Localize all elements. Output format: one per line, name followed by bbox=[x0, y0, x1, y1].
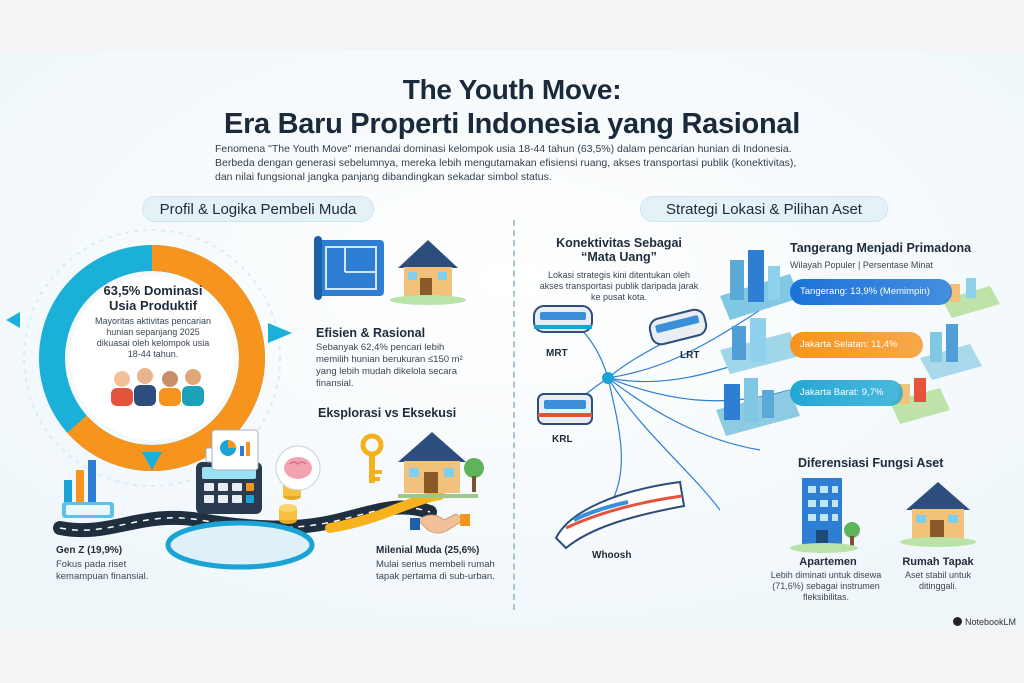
suburban-house-icon bbox=[398, 432, 484, 498]
key-icon bbox=[360, 433, 384, 483]
intro-paragraph: Fenomena "The Youth Move" menandai domin… bbox=[215, 143, 797, 183]
genz-body: Fokus pada riset kemampuan finansial. bbox=[56, 559, 149, 582]
whoosh-train-icon bbox=[554, 480, 686, 550]
mode-label-whoosh: Whoosh bbox=[592, 550, 632, 561]
tangerang-subtitle: Wilayah Populer | Persentase Minat bbox=[790, 260, 933, 270]
mrt-train-icon bbox=[533, 305, 593, 333]
region-bar-tangerang: Tangerang: 13,9% (Memimpin) bbox=[790, 279, 952, 305]
mode-label-lrt: LRT bbox=[680, 350, 700, 361]
rumah-body: Aset stabil untuk ditinggali. bbox=[904, 570, 972, 591]
poster-title-line1: The Youth Move: bbox=[402, 74, 622, 105]
konektivitas-title: Konektivitas Sebagai “Mata Uang” bbox=[540, 236, 698, 264]
brain-thought-icon bbox=[275, 445, 321, 491]
landed-house-icon bbox=[900, 482, 976, 547]
donut-chart bbox=[6, 229, 292, 487]
mode-label-mrt: MRT bbox=[546, 348, 568, 359]
house-icon bbox=[390, 240, 466, 305]
milenial-title: Milenial Muda (25,6%) bbox=[376, 545, 480, 556]
krl-train-icon bbox=[537, 393, 593, 425]
apartemen-body: Lebih diminati untuk disewa (71,6%) seba… bbox=[770, 570, 882, 602]
section-divider bbox=[513, 220, 515, 610]
analytics-chart-icon bbox=[62, 460, 114, 518]
konektivitas-title-line1: Konektivitas Sebagai bbox=[556, 236, 682, 250]
mode-label-krl: KRL bbox=[552, 434, 573, 445]
infographic-poster: The Youth Move: Era Baru Properti Indone… bbox=[0, 50, 1024, 630]
connectivity-network bbox=[565, 309, 791, 511]
region-bar-jakarta-barat: Jakarta Barat: 9,7% bbox=[790, 380, 903, 406]
notebooklm-logo-icon bbox=[952, 617, 962, 626]
city-blocks-illustration bbox=[716, 250, 1000, 436]
notebooklm-watermark: NotebookLM bbox=[952, 617, 1016, 627]
rumah-title: Rumah Tapak bbox=[902, 556, 974, 568]
donut-body: Mayoritas aktivitas pencarian hunian sep… bbox=[94, 316, 212, 359]
eksplorasi-title: Eksplorasi vs Eksekusi bbox=[318, 406, 457, 420]
genz-title: Gen Z (19,9%) bbox=[56, 545, 123, 556]
efisien-body: Sebanyak 62,4% pencari lebih memilih hun… bbox=[316, 342, 463, 389]
watermark-text: NotebookLM bbox=[964, 617, 1016, 627]
young-people-group-icon bbox=[111, 368, 204, 406]
tangerang-title: Tangerang Menjadi Primadona bbox=[790, 241, 972, 255]
donut-headline-line1: 63,5% Dominasi bbox=[103, 283, 203, 298]
donut-headline-line2: Usia Produktif bbox=[108, 298, 198, 313]
section-title-strategi: Strategi Lokasi & Pilihan Aset bbox=[640, 196, 888, 222]
diferensiasi-title: Diferensiasi Fungsi Aset bbox=[798, 456, 944, 470]
konektivitas-title-line2: “Mata Uang” bbox=[581, 250, 657, 264]
section-title-profil: Profil & Logika Pembeli Muda bbox=[142, 196, 374, 222]
donut-headline: 63,5% Dominasi Usia Produktif bbox=[88, 283, 218, 313]
apartemen-title: Apartemen bbox=[799, 556, 857, 568]
efisien-title: Efisien & Rasional bbox=[316, 326, 426, 340]
lrt-train-icon bbox=[648, 308, 708, 346]
milenial-body: Mulai serius membeli rumah tapak pertama… bbox=[376, 559, 495, 582]
apartment-building-icon bbox=[790, 478, 860, 553]
konektivitas-body: Lokasi strategis kini ditentukan oleh ak… bbox=[539, 270, 699, 302]
documents-icon bbox=[211, 429, 259, 471]
handshake-icon bbox=[410, 513, 470, 534]
poster-title-line2: Era Baru Properti Indonesia yang Rasiona… bbox=[224, 108, 800, 140]
donut-arc-productive-age bbox=[67, 245, 265, 471]
blueprint-icon bbox=[314, 236, 384, 300]
region-bar-jakarta-selatan: Jakarta Selatan: 11,4% bbox=[790, 332, 923, 358]
